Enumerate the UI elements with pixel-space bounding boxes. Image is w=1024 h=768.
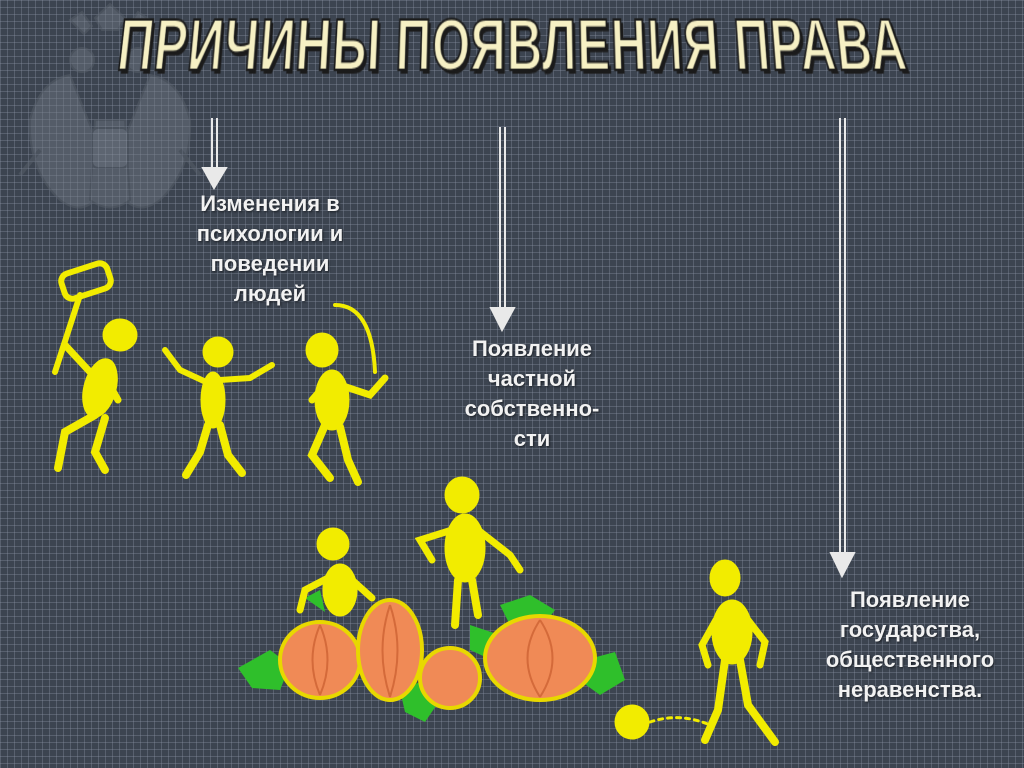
figure-in-field <box>296 476 524 629</box>
double-headed-eagle-emblem <box>18 2 202 209</box>
pumpkin <box>278 598 597 710</box>
title-container: ПРИЧИНЫ ПОЯВЛЕНИЯ ПРАВА <box>0 3 1024 87</box>
slide-title: ПРИЧИНЫ ПОЯВЛЕНИЯ ПРАВА <box>112 3 911 87</box>
figure-with-sword <box>305 303 389 486</box>
cause-line: психологии и <box>196 221 344 246</box>
cause-line: Появление <box>849 587 970 612</box>
arrow-down-icon <box>489 127 516 333</box>
cause-line: Появление <box>471 336 592 361</box>
cause-line: общественного <box>825 647 995 672</box>
figure-dodging <box>162 336 275 479</box>
arrow-down-icon <box>829 118 856 579</box>
cause-line: поведении <box>210 251 330 276</box>
cause-line: Изменения в <box>200 191 340 216</box>
pumpkin-field <box>238 476 625 722</box>
cause-private-property: Появление частной собственно- сти <box>432 334 632 454</box>
figure-with-ball-and-chain <box>614 559 779 746</box>
cause-line: людей <box>233 281 307 306</box>
cause-psychology: Изменения в психологии и поведении людей <box>140 189 400 309</box>
cause-state-inequality: Появление государства, общественного нер… <box>790 585 1024 705</box>
figure-with-hammer <box>52 260 138 474</box>
cause-line: государства, <box>839 617 981 642</box>
cause-line: сти <box>513 426 551 451</box>
cause-line: частной <box>487 366 577 391</box>
cause-line: собственно- <box>464 396 600 421</box>
arrow-down-icon <box>201 118 228 191</box>
cause-line: неравенства. <box>837 677 983 702</box>
